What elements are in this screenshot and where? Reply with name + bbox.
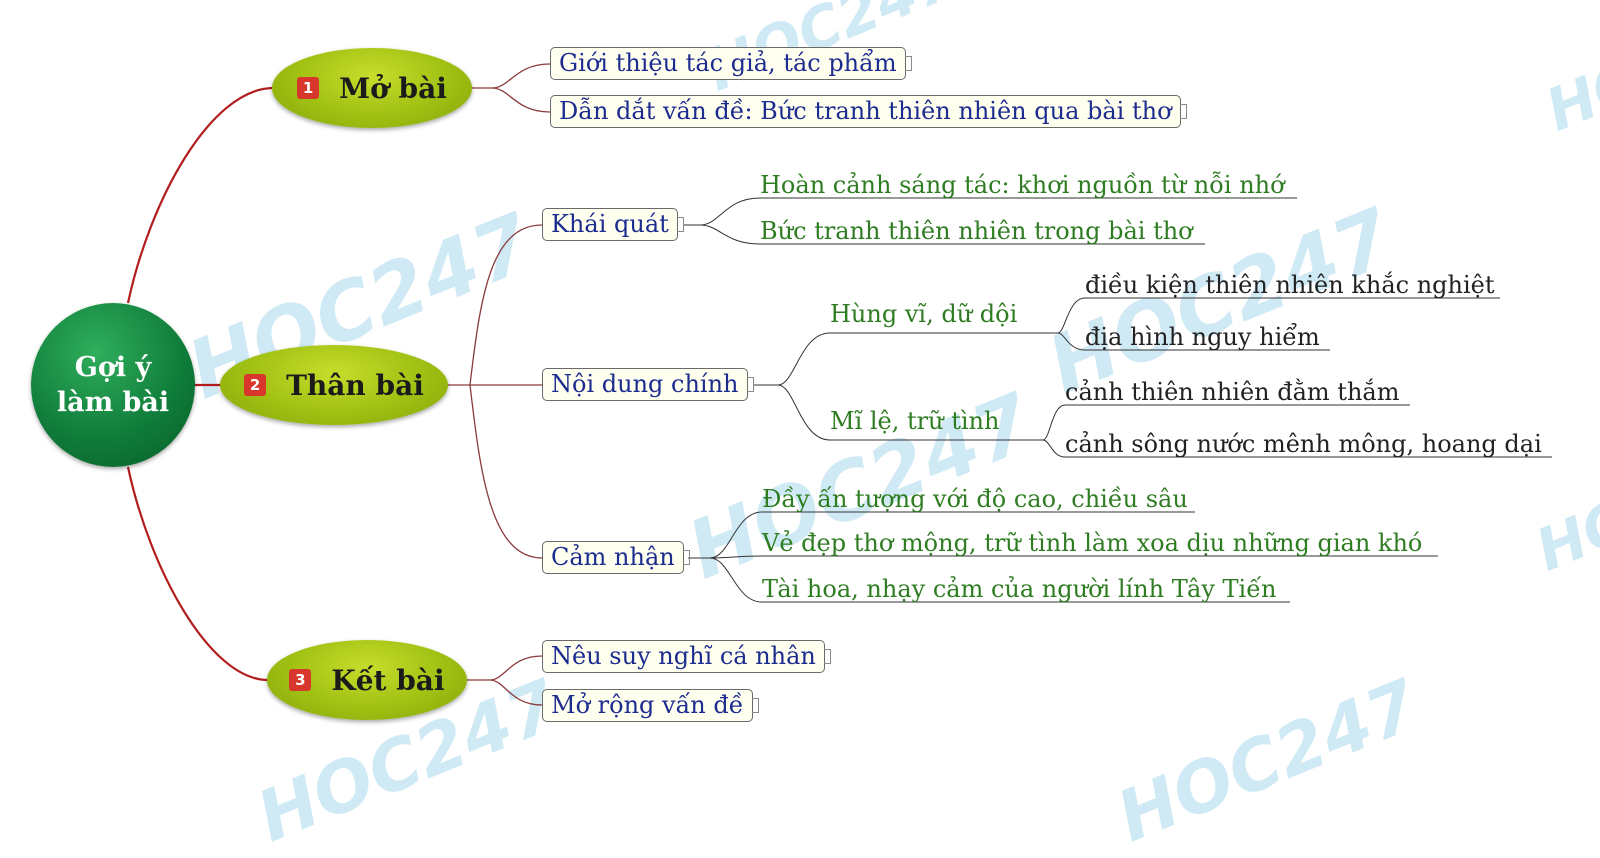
central-topic-label: Gợi ý làm bài <box>56 352 170 418</box>
topic-cam-nhan: Cảm nhận <box>542 541 690 574</box>
mind-map: HOC247 HOC247 HOC247 HOC247 HOC247 HOC24… <box>31 0 1600 858</box>
section-number-badge: 1 <box>297 77 320 99</box>
section-than-bai: 2 Thân bài <box>220 345 448 425</box>
connectors <box>126 63 1552 706</box>
central-topic: Gợi ý làm bài <box>31 303 195 467</box>
topic-dan-dat: Dẫn dắt vấn đề: Bức tranh thiên nhiên qu… <box>550 95 1187 128</box>
topic-neu-suy-nghi: Nêu suy nghĩ cá nhân <box>542 640 831 673</box>
section-title: Kết bài <box>331 663 445 697</box>
section-title: Mở bài <box>339 71 447 105</box>
detail-ve-dep: Vẻ đẹp thơ mộng, trữ tình làm xoa dịu nh… <box>762 529 1423 557</box>
subtopic-hung-vi: Hùng vĩ, dữ dội <box>830 300 1018 328</box>
topic-gioi-thieu: Giới thiệu tác giả, tác phẩm <box>550 47 912 80</box>
section-number-badge: 2 <box>244 374 267 396</box>
detail-dia-hinh: địa hình nguy hiểm <box>1085 323 1320 351</box>
detail-dieu-kien: điều kiện thiên nhiên khắc nghiệt <box>1085 271 1495 299</box>
detail-an-tuong: Đầy ấn tượng với độ cao, chiều sâu <box>762 485 1188 513</box>
detail-hoan-canh: Hoàn cảnh sáng tác: khơi nguồn từ nỗi nh… <box>760 171 1285 199</box>
subtopic-mi-le: Mĩ lệ, trữ tình <box>830 407 1000 435</box>
section-mo-bai: 1 Mở bài <box>272 48 472 128</box>
section-title: Thân bài <box>286 368 424 402</box>
detail-canh-song-nuoc: cảnh sông nước mênh mông, hoang dại <box>1065 430 1542 458</box>
section-ket-bai: 3 Kết bài <box>267 640 467 720</box>
topic-mo-rong: Mở rộng vấn đề <box>542 689 759 722</box>
topic-noi-dung-chinh: Nội dung chính <box>542 368 754 401</box>
detail-tai-hoa: Tài hoa, nhạy cảm của người lính Tây Tiế… <box>762 575 1277 603</box>
detail-buc-tranh: Bức tranh thiên nhiên trong bài thơ <box>760 217 1193 245</box>
topic-khai-quat: Khái quát <box>542 208 684 241</box>
section-number-badge: 3 <box>289 669 312 691</box>
detail-canh-thien-nhien: cảnh thiên nhiên đằm thắm <box>1065 378 1400 406</box>
